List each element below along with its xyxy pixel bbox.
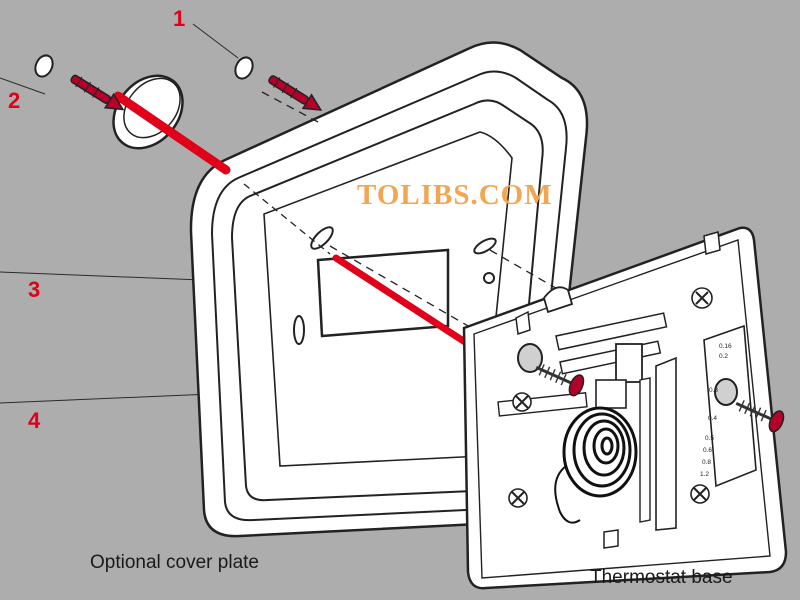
terminal-screws [508,287,713,508]
washer-right [234,56,254,80]
red-wire [113,91,472,348]
anticipator-scale: 0.16 0.2 0.3 0.4 0.5 0.6 0.8 1.2 [700,343,732,478]
scale-label: 0.3 [709,387,718,394]
scale-label: 0.6 [703,447,712,454]
callout-label: 4 [28,408,41,433]
thermostat-base [462,226,788,590]
mounting-screws [535,364,785,433]
washers [34,54,254,80]
bimetal-coil [562,406,638,498]
cover-plate-caption: Optional cover plate [90,552,259,573]
thermostat-base-caption: Thermostat base [590,567,733,588]
anchor-left [70,74,125,111]
leader-line-2 [0,77,46,95]
mounting-screw-right [735,400,785,433]
scale-label: 0.16 [719,343,732,350]
scale-label: 1.2 [700,471,709,478]
mounting-screw-left [535,364,585,397]
scale-label: 0.5 [705,435,714,442]
callout-label: 2 [8,88,21,113]
callout-label: 3 [28,277,41,302]
anchor-right [268,75,323,111]
scale-label: 0.8 [702,459,711,466]
leader-line-1 [192,23,239,59]
callout-label: 1 [173,6,186,31]
wall-anchors [70,74,323,111]
washer-left [34,54,54,78]
scale-label: 0.2 [719,353,728,360]
scale-label: 0.4 [708,415,717,422]
watermark-text: TOLIBS.COM [357,179,553,211]
